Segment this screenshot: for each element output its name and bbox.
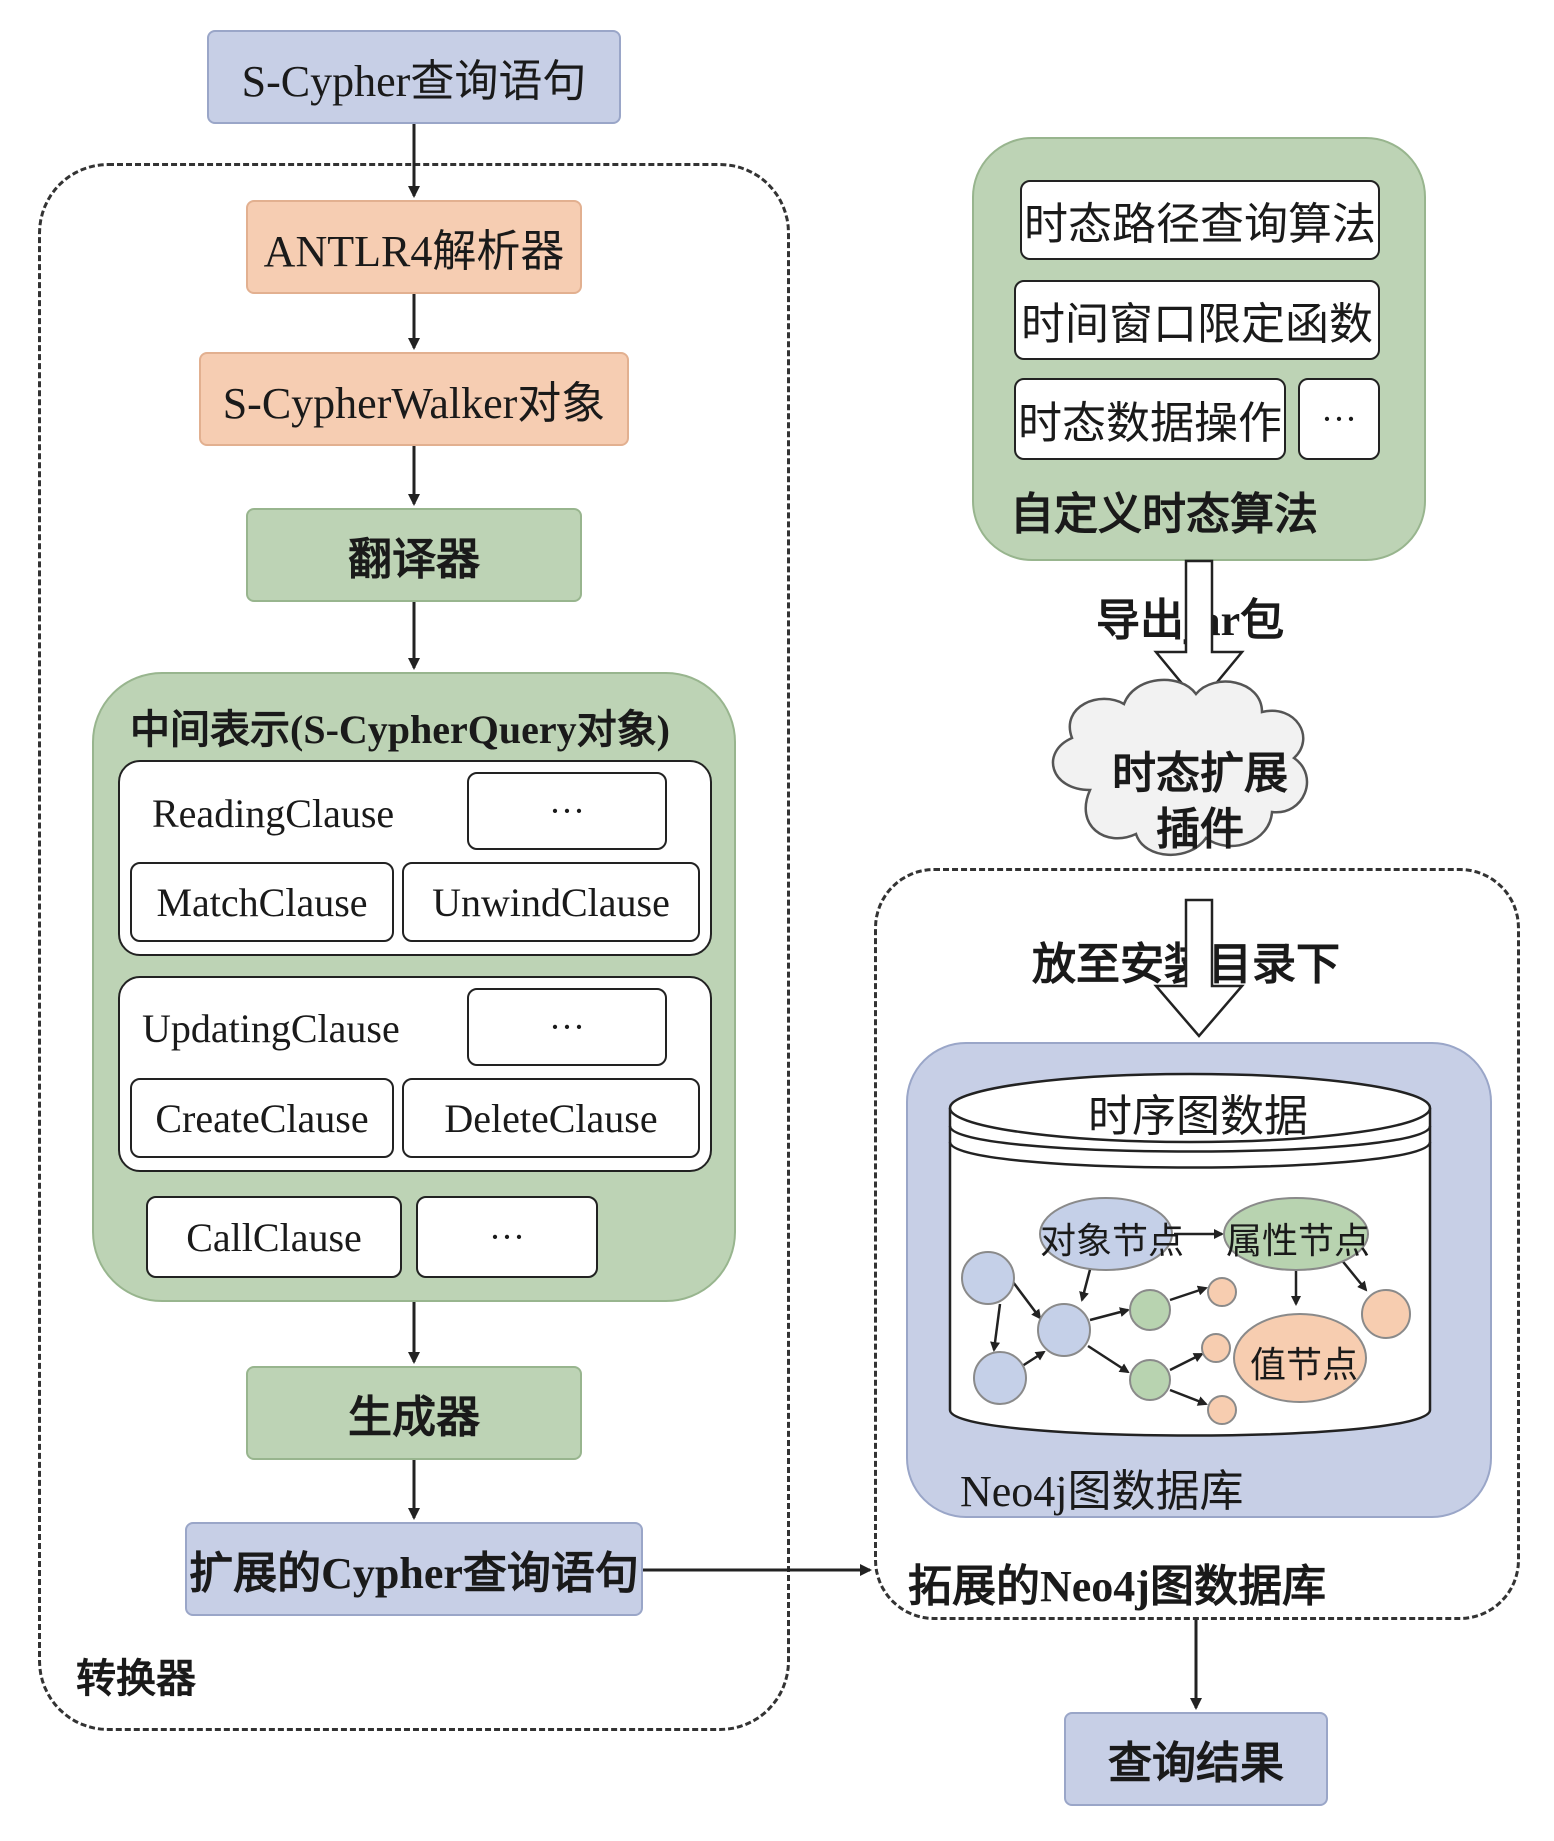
temporal-path-query-box: 时态路径查询算法 — [1020, 180, 1380, 260]
extended-neo4j-label: 拓展的Neo4j图数据库 — [908, 1562, 1326, 1611]
value-node-label: 值节点 — [1250, 1345, 1359, 1385]
property-node-label: 属性节点 — [1226, 1221, 1371, 1261]
s-cypher-input-box: S-Cypher查询语句 — [207, 30, 621, 124]
extended-cypher-output-box: 扩展的Cypher查询语句 — [185, 1522, 643, 1616]
temporal-graph-data-title: 时序图数据 — [1088, 1092, 1308, 1141]
algorithms-more-box: ··· — [1298, 378, 1380, 460]
temporal-data-operation-box: 时态数据操作 — [1014, 378, 1286, 460]
antlr4-parser-box: ANTLR4解析器 — [246, 200, 582, 294]
create-clause-box: CreateClause — [130, 1078, 394, 1158]
custom-temporal-algorithms-title: 自定义时态算法 — [1010, 490, 1318, 539]
call-clause-box: CallClause — [146, 1196, 402, 1278]
match-clause-box: MatchClause — [130, 862, 394, 942]
updating-clause-label: UpdatingClause — [142, 1006, 400, 1051]
time-window-function-box: 时间窗口限定函数 — [1014, 280, 1380, 360]
unwind-clause-box: UnwindClause — [402, 862, 700, 942]
hollow-arrow-export — [1153, 559, 1245, 706]
object-node-label: 对象节点 — [1040, 1221, 1185, 1261]
translator-box: 翻译器 — [246, 508, 582, 602]
reading-clause-label: ReadingClause — [152, 791, 395, 836]
plugin-label-line: 时态扩展插件 — [1112, 749, 1288, 854]
hollow-arrow-install — [1153, 898, 1245, 1038]
call-clause-more: ··· — [416, 1196, 598, 1278]
reading-clause-more: ··· — [467, 772, 667, 850]
intermediate-representation-title: 中间表示(S-CypherQuery对象) — [130, 707, 670, 752]
neo4j-database-label: Neo4j图数据库 — [960, 1467, 1244, 1516]
updating-clause-more: ··· — [467, 988, 667, 1066]
extended-neo4j-container — [874, 868, 1520, 1620]
delete-clause-box: DeleteClause — [402, 1078, 700, 1158]
query-result-box: 查询结果 — [1064, 1712, 1328, 1806]
plugin-cloud — [1051, 678, 1309, 857]
generator-box: 生成器 — [246, 1366, 582, 1460]
converter-label: 转换器 — [76, 1656, 196, 1701]
s-cypher-walker-box: S-CypherWalker对象 — [199, 352, 629, 446]
